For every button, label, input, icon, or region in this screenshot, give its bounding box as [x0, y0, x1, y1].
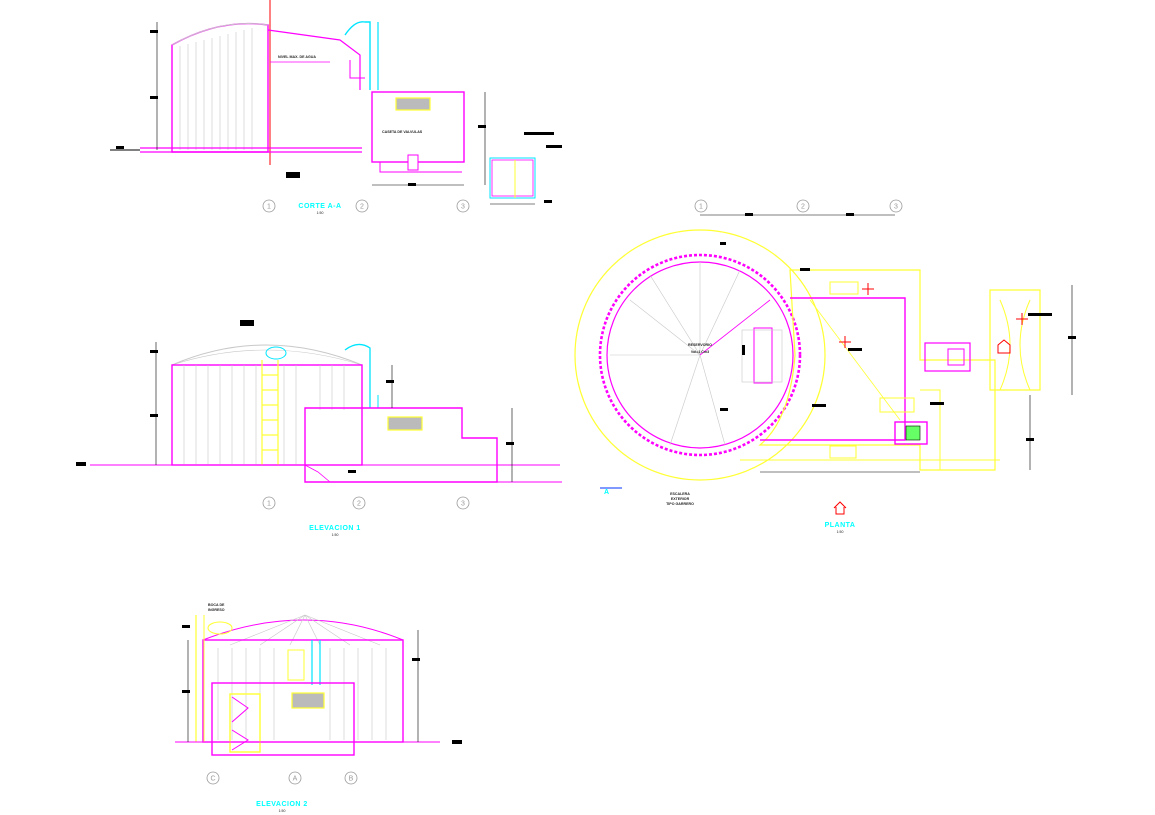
- axis-label: 2: [357, 501, 361, 508]
- axis-label: 3: [894, 204, 898, 211]
- door: [229, 693, 261, 753]
- boca-label: BOCA DE: [208, 603, 225, 607]
- warning-marker-icon: [839, 283, 1028, 348]
- caseta-label: CASETA DE VALVULAS: [382, 130, 423, 134]
- boca-label: INGRESO: [208, 608, 225, 612]
- pipe-riser: [344, 21, 371, 90]
- axis-label: 3: [461, 501, 465, 508]
- volume-label: Vol=1 Cm3: [691, 350, 709, 354]
- view-elevacion-1: 1 2 3 ELEVACION 1 1:50: [76, 320, 562, 537]
- water-level-label: NIVEL MAX. DE AGUA: [278, 55, 316, 59]
- stair-label: ESCALERA: [670, 492, 690, 496]
- axis-label: 1: [267, 204, 271, 211]
- stair-label: EXTERIOR: [671, 497, 690, 501]
- view-scale: 1:50: [279, 809, 286, 813]
- view-title-elevacion-2: ELEVACION 2: [256, 801, 308, 808]
- axis-label: 3: [461, 204, 465, 211]
- axis-label: A: [293, 776, 298, 783]
- reservoir-wall: [598, 253, 802, 457]
- axis-label: 1: [699, 204, 703, 211]
- view-title-planta: PLANTA: [825, 522, 856, 529]
- axis-label: 2: [801, 204, 805, 211]
- view-planta: RESERVORIO Vol=1 Cm3 A: [574, 199, 1076, 534]
- home-icon: [833, 501, 847, 515]
- reservoir-outer-ring: [574, 229, 826, 481]
- valve-house-plan: [758, 269, 996, 471]
- axis-label: 1: [267, 501, 271, 508]
- view-scale: 1:50: [837, 530, 844, 534]
- view-corte-aa: CASETA DE VALVULAS NIVEL MAX. DE AGUA 1 …: [110, 0, 562, 215]
- view-scale: 1:50: [317, 211, 324, 215]
- stair-label: TIPO GARRERO: [666, 502, 694, 506]
- axis-label: B: [349, 776, 354, 783]
- tank-elevation-2: [202, 639, 404, 743]
- axis-label: 2: [360, 204, 364, 211]
- section-marker: A: [604, 489, 610, 496]
- valve-house-elevation-2: [211, 682, 355, 756]
- axis-label: C: [210, 776, 215, 783]
- view-title-corte: CORTE A-A: [298, 203, 341, 210]
- view-elevacion-2: BOCA DE INGRESO C A B ELEVACION 2 1:50: [175, 603, 462, 813]
- reservoir-label: RESERVORIO: [688, 343, 712, 347]
- view-scale: 1:50: [332, 533, 339, 537]
- view-title-elevacion-1: ELEVACION 1: [309, 525, 361, 532]
